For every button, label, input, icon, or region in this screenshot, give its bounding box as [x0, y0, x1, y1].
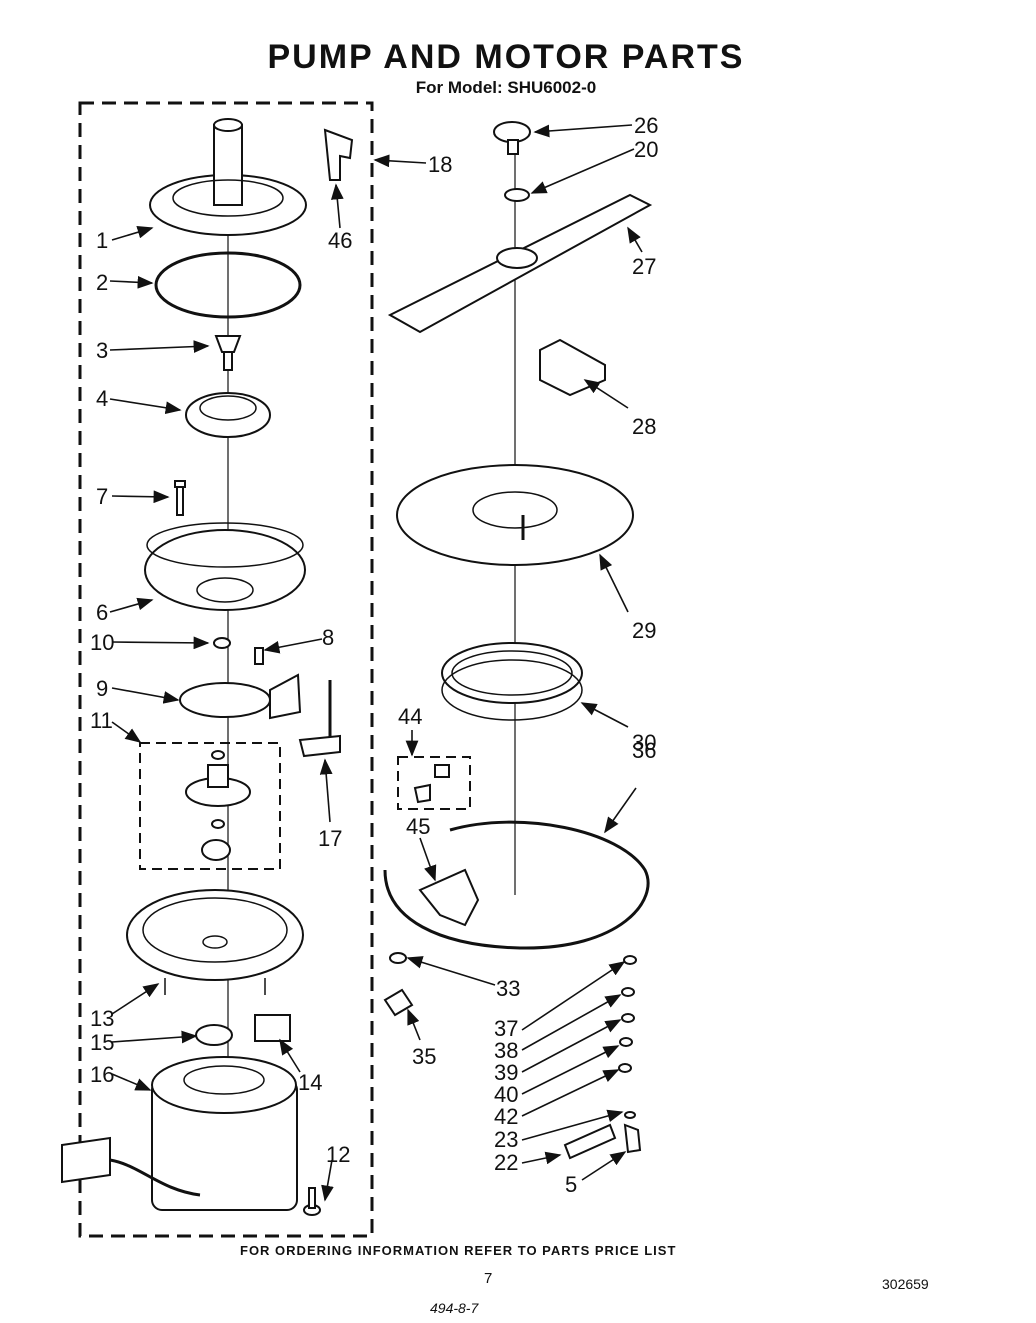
callout-6: 6: [96, 600, 108, 625]
part-10-washer: [213, 637, 231, 649]
callout-38: 38: [494, 1038, 518, 1063]
callout-1: 1: [96, 228, 108, 253]
document-number: 302659: [882, 1276, 929, 1292]
part-2-ring: [154, 251, 302, 319]
model-label: For Model: SHU6002-0: [415, 78, 597, 97]
part-13-mount: [126, 889, 304, 995]
part-11-impeller: [185, 750, 251, 861]
callout-18: 18: [428, 152, 452, 177]
part-15-washer: [195, 1024, 233, 1046]
part-42-oring: [624, 1111, 636, 1119]
part-30-seal: [441, 642, 583, 721]
callout-4: 4: [96, 386, 108, 411]
callout-29: 29: [632, 618, 656, 643]
callout-30: 30: [632, 730, 656, 755]
part-4-disk: [185, 392, 271, 438]
part-29-filter: [396, 464, 634, 566]
callout-8: 8: [322, 625, 334, 650]
impeller-subassembly-box: [139, 742, 281, 870]
callout-36: 36: [632, 738, 656, 763]
callout-28: 28: [632, 414, 656, 439]
callout-23: 23: [494, 1127, 518, 1152]
part-42: [618, 1063, 632, 1073]
callout-9: 9: [96, 676, 108, 701]
handwritten-note: 494-8-7: [430, 1300, 479, 1316]
callout-27: 27: [632, 254, 656, 279]
callout-16: 16: [90, 1062, 114, 1087]
callout-5: 5: [565, 1172, 577, 1197]
part-36-wire: [383, 820, 650, 950]
callout-44: 44: [398, 704, 422, 729]
callout-35: 35: [412, 1044, 436, 1069]
callout-45: 45: [406, 814, 430, 839]
part-37: [623, 955, 637, 965]
ordering-footer: FOR ORDERING INFORMATION REFER TO PARTS …: [240, 1243, 677, 1258]
part-3-valve: [214, 335, 242, 371]
callout-40: 40: [494, 1082, 518, 1107]
page-title: PUMP AND MOTOR PARTS: [267, 38, 745, 76]
part-9-plate: [179, 673, 302, 720]
part-40: [619, 1037, 633, 1047]
callout-37: 37: [494, 1016, 518, 1041]
kit-44-box: [397, 756, 471, 810]
part-20-ring: [504, 188, 530, 202]
callout-26: 26: [634, 113, 658, 138]
callout-20: 20: [634, 137, 658, 162]
callout-42: 42: [494, 1104, 518, 1129]
part-38: [621, 987, 635, 997]
part-26-cap: [493, 121, 531, 155]
part-6-base: [144, 522, 306, 611]
part-35-clip: [383, 988, 414, 1017]
callout-11: 11: [90, 708, 113, 733]
part-44-nut: [434, 764, 450, 778]
part-8-screw: [254, 647, 264, 665]
callout-2: 2: [96, 270, 108, 295]
part-14-block: [254, 1014, 291, 1042]
page-number: 7: [484, 1270, 493, 1287]
callout-46: 46: [328, 228, 352, 253]
callout-33: 33: [496, 976, 520, 1001]
callout-7: 7: [96, 484, 108, 509]
part-1-housing: [149, 118, 307, 236]
part-7-screw: [174, 480, 186, 516]
callout-22: 22: [494, 1150, 518, 1175]
part-46-clip: [323, 128, 354, 181]
part-39: [621, 1013, 635, 1023]
callout-10: 10: [90, 630, 114, 655]
part-23-fitting: [563, 1123, 617, 1160]
callout-15: 15: [90, 1030, 114, 1055]
callout-12: 12: [326, 1142, 350, 1167]
callout-3: 3: [96, 338, 108, 363]
part-45-bracket: [418, 868, 480, 927]
callout-13: 13: [90, 1006, 114, 1031]
callout-39: 39: [494, 1060, 518, 1085]
part-5-clip: [623, 1123, 642, 1154]
callout-14: 14: [298, 1070, 322, 1095]
part-16-motor: [61, 1056, 298, 1211]
part-33-washer: [389, 952, 407, 964]
part-17-rod: [298, 680, 341, 758]
callout-17: 17: [318, 826, 342, 851]
pump-assembly-box: [78, 101, 374, 1238]
part-12-screw: [303, 1187, 321, 1216]
